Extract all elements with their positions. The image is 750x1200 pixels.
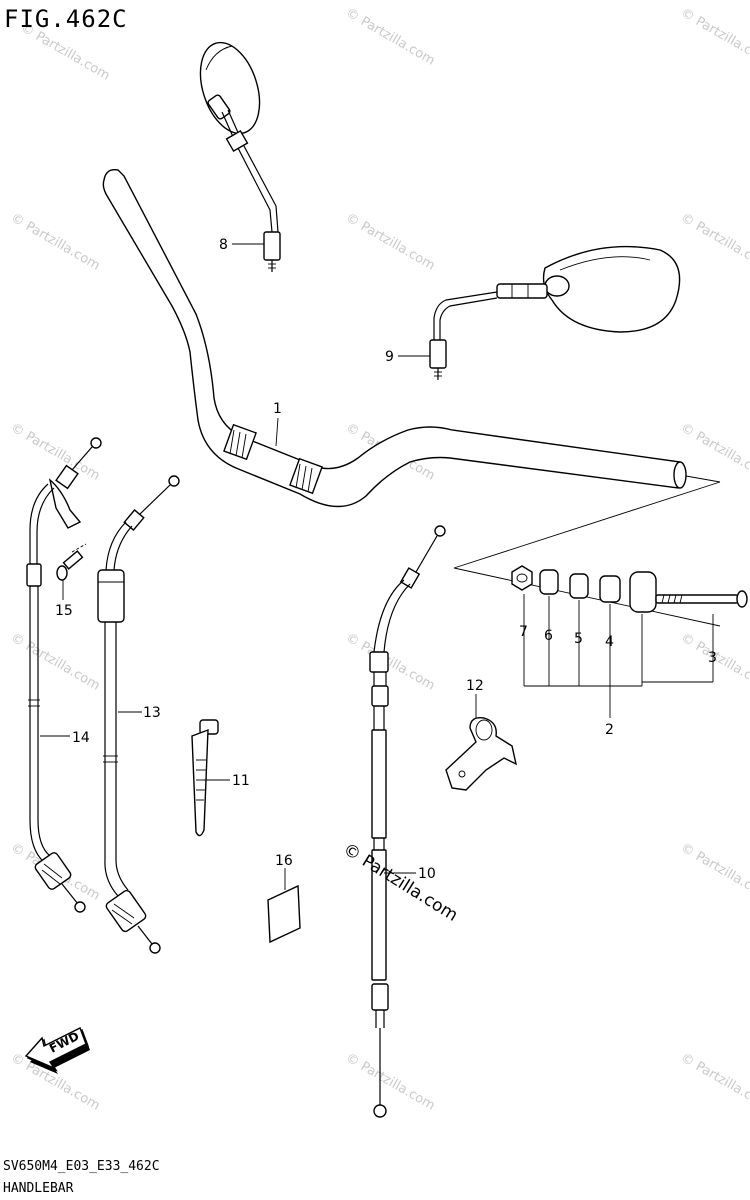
- callout-10: 10: [418, 866, 436, 882]
- watermark: © Partzilla.com: [343, 5, 437, 68]
- screw-15: [56, 543, 87, 581]
- watermark: © Partzilla.com: [678, 840, 750, 903]
- nut-7: [511, 565, 533, 591]
- leader-line: [275, 417, 279, 447]
- callout-7: 7: [519, 624, 528, 640]
- callout-15: 15: [55, 603, 73, 619]
- clutch-cable-10: [369, 525, 446, 1118]
- bar-end-weight-assembly: [511, 565, 748, 613]
- callout-1: 1: [273, 401, 282, 417]
- callout-bracket: [523, 594, 714, 718]
- callout-3: 3: [708, 650, 717, 666]
- spacer-6: [539, 569, 559, 595]
- model-code: SV650M4_E03_E33_462C: [3, 1159, 160, 1174]
- watermark: © Partzilla.com: [678, 1050, 750, 1113]
- bracket-12: [445, 717, 518, 791]
- callout-6: 6: [544, 628, 553, 644]
- watermark: © Partzilla.com: [8, 210, 102, 273]
- watermark: © Partzilla.com: [678, 210, 750, 273]
- projection-line: [685, 475, 721, 483]
- watermark: © Partzilla.com: [678, 420, 750, 483]
- spacer-5: [569, 573, 589, 599]
- projection-line: [453, 481, 721, 569]
- callout-8: 8: [219, 237, 228, 253]
- mirror-left: [199, 41, 281, 272]
- callout-9: 9: [385, 349, 394, 365]
- spacer-4: [599, 575, 621, 603]
- throttle-cable-14: [26, 437, 102, 913]
- watermark: © Partzilla.com: [343, 630, 437, 693]
- mirror-right: [429, 245, 681, 380]
- figure-title: FIG.462C: [4, 5, 128, 33]
- throttle-cable-13: [97, 475, 180, 954]
- watermark: © Partzilla.com: [343, 210, 437, 273]
- callout-14: 14: [72, 730, 90, 746]
- callout-4: 4: [605, 634, 614, 650]
- callout-13: 13: [143, 705, 161, 721]
- callout-12: 12: [466, 678, 484, 694]
- label-16: [267, 884, 301, 944]
- watermark: © Partzilla.com: [678, 5, 750, 68]
- figure-name: HANDLEBAR: [3, 1181, 74, 1196]
- watermark-prominent: © Partzilla.com: [339, 839, 461, 925]
- watermark: © Partzilla.com: [343, 1050, 437, 1113]
- cable-tie-11: [191, 719, 219, 837]
- bar-end-weight: [629, 571, 657, 613]
- callout-16: 16: [275, 853, 293, 869]
- watermark: © Partzilla.com: [8, 630, 102, 693]
- callout-11: 11: [232, 773, 250, 789]
- callout-5: 5: [574, 631, 583, 647]
- callout-2: 2: [605, 722, 614, 738]
- handlebar: [102, 169, 687, 508]
